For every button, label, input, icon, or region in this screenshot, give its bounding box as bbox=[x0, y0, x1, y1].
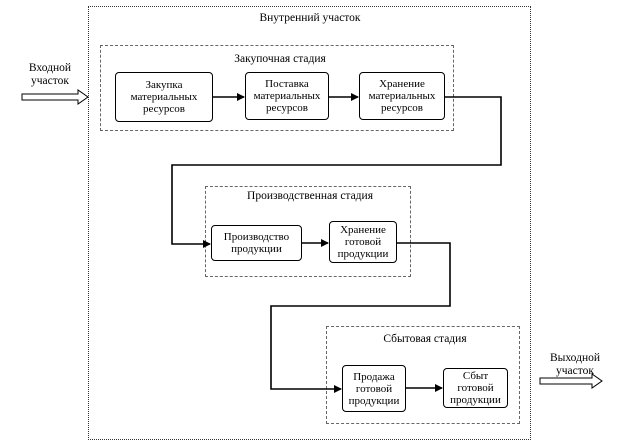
output-area-label: Выходной участок bbox=[549, 352, 601, 377]
procurement-stage-title: Закупочная стадия bbox=[234, 53, 326, 65]
sell-finished-goods-box: Продажа готовой продукции bbox=[342, 365, 406, 412]
arrow-store-to-production bbox=[171, 96, 502, 248]
sales-stage-frame bbox=[326, 326, 520, 424]
procurement-stage-frame bbox=[100, 45, 454, 131]
input-area-label: Входной участок bbox=[28, 62, 72, 87]
produce-products-box: Производство продукции bbox=[211, 225, 302, 261]
store-finished-goods-box: Хранение готовой продукции bbox=[329, 221, 397, 263]
output-arrow bbox=[539, 373, 603, 389]
input-arrow bbox=[21, 89, 89, 105]
internal-area-frame bbox=[88, 6, 531, 440]
market-finished-goods-box: Сбыт готовой продукции bbox=[443, 368, 508, 408]
production-stage-title: Производственная стадия bbox=[247, 190, 373, 202]
sales-stage-title: Сбытовая стадия bbox=[383, 333, 467, 345]
arrow-production-to-sales bbox=[270, 242, 451, 393]
purchase-materials-box: Закупка материальных ресурсов bbox=[115, 72, 213, 122]
supply-materials-box: Поставка материальных ресурсов bbox=[245, 72, 329, 120]
store-materials-box: Хранение материальных ресурсов bbox=[359, 72, 445, 120]
production-stage-frame bbox=[205, 186, 411, 277]
internal-area-label: Внутренний участок bbox=[259, 12, 361, 24]
